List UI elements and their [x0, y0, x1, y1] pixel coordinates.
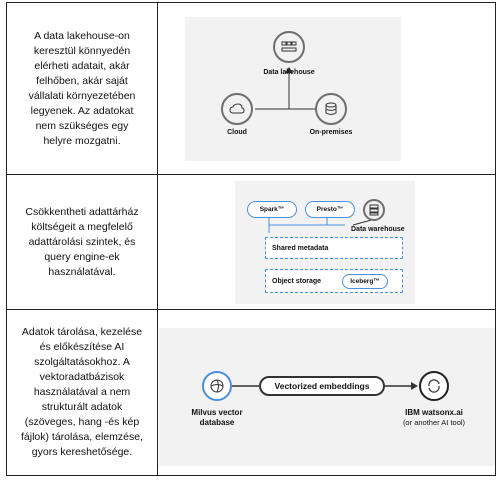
cloud-icon: [221, 93, 253, 125]
object-storage-label: Object storage: [272, 278, 322, 285]
watsonx-label-line1: IBM watsonx.ai: [405, 408, 463, 417]
vector-diagram: Milvus vector database Vectorized embedd…: [159, 328, 495, 466]
row-3-description: Adatok tárolása, kezelése és előkészítés…: [21, 326, 143, 458]
metadata-layer: Shared metadata: [265, 237, 403, 259]
metadata-label: Shared metadata: [272, 245, 329, 252]
on-premises-icon: [315, 93, 347, 125]
row-2-description: Csökkentheti adattárház költségeit a meg…: [25, 205, 139, 278]
column-divider: [157, 3, 158, 475]
milvus-label-line2: database: [199, 418, 235, 427]
object-storage-layer: Object storage Iceberg™: [265, 269, 403, 293]
row-divider: [7, 174, 495, 175]
row-1-description: A data lakehouse-on keresztül könnyedén …: [28, 29, 136, 147]
lakehouse-icon: [273, 31, 305, 63]
watsonx-icon: [419, 371, 449, 401]
feature-table: A data lakehouse-on keresztül könnyedén …: [6, 2, 496, 476]
cloud-label: Cloud: [227, 129, 247, 136]
lakehouse-label: Data lakehouse: [263, 69, 315, 76]
milvus-icon: [202, 371, 232, 401]
vectorized-embeddings-pill: Vectorized embeddings: [259, 376, 385, 396]
lakehouse-diagram: Data lakehouse Cloud On-premises: [185, 17, 401, 161]
on-premises-label: On-premises: [309, 129, 353, 136]
presto-pill: Presto™: [305, 201, 355, 218]
milvus-label-line1: Milvus vector: [191, 408, 243, 417]
row-divider: [7, 309, 495, 310]
warehouse-icon: [363, 199, 385, 221]
iceberg-pill: Iceberg™: [342, 274, 388, 289]
watsonx-label-line2: (or another AI tool): [402, 418, 466, 427]
warehouse-label: Data warehouse: [351, 226, 405, 233]
warehouse-diagram: Spark™ Presto™ Data warehouse Shared met…: [235, 181, 415, 304]
spark-pill: Spark™: [247, 201, 297, 218]
